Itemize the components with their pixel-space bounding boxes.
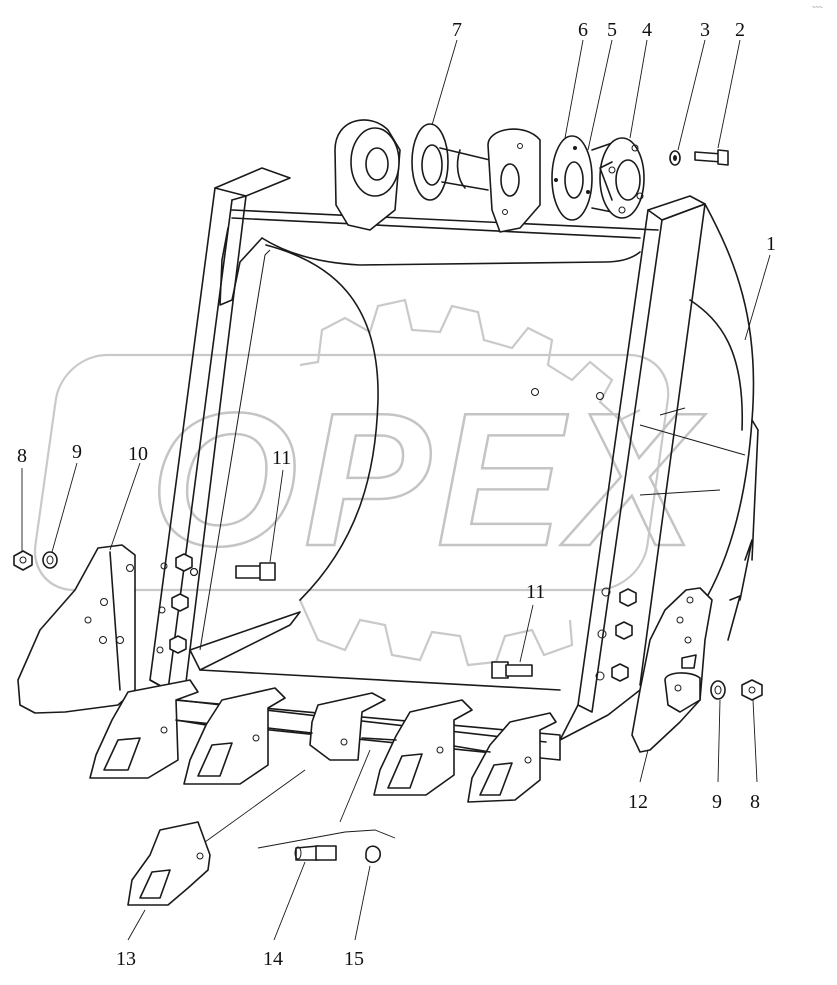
callout-12: 12 — [628, 791, 648, 813]
teeth-row — [89, 679, 557, 803]
leader-lines — [21, 39, 771, 941]
callout-8-right: 8 — [750, 791, 760, 813]
tooth-3 — [309, 692, 386, 761]
callout-11-right: 11 — [526, 581, 545, 603]
callout-13: 13 — [116, 948, 136, 970]
tooth-1 — [89, 679, 199, 779]
tooth-4 — [373, 699, 473, 796]
part-15-lock — [365, 845, 381, 864]
watermark-gear — [298, 298, 641, 667]
part-13-tooth — [127, 821, 211, 906]
part-9-washer-left — [42, 551, 58, 569]
callout-9-left: 9 — [72, 441, 82, 463]
callout-14: 14 — [263, 948, 283, 970]
part-11-bolt-right — [491, 661, 533, 679]
callout-5: 5 — [607, 19, 617, 41]
callout-labels: 1 2 3 4 5 6 7 8 9 10 11 11 12 9 8 13 14 … — [17, 19, 776, 970]
part-14-pin — [294, 845, 337, 861]
part-10-side-cutter-left — [17, 544, 136, 714]
hinge-assembly — [334, 119, 645, 233]
callout-1: 1 — [766, 233, 776, 255]
part-3-washer — [669, 150, 681, 166]
callout-6: 6 — [578, 19, 588, 41]
callout-11-left: 11 — [272, 447, 291, 469]
callout-3: 3 — [700, 19, 710, 41]
part-12-side-cutter-right — [631, 587, 713, 753]
callout-8-left: 8 — [17, 445, 27, 467]
part-2-bolt — [694, 149, 729, 166]
watermark-text: OPEX — [150, 374, 706, 586]
corner-mark: ~~~ — [812, 5, 823, 11]
part-11-bolt-left — [190, 562, 276, 581]
callout-2: 2 — [735, 19, 745, 41]
callout-7: 7 — [452, 19, 462, 41]
part-8-nut-left — [13, 550, 33, 571]
callout-4: 4 — [642, 19, 652, 41]
part-9-washer-right — [710, 680, 726, 700]
watermark-frame — [33, 353, 670, 592]
right-side-bolts — [595, 587, 637, 682]
tooth-5 — [467, 712, 557, 803]
callout-10: 10 — [128, 443, 148, 465]
tooth-2 — [183, 687, 286, 785]
part-8-nut-right — [741, 679, 763, 701]
callout-15: 15 — [344, 948, 364, 970]
callout-9-right: 9 — [712, 791, 722, 813]
